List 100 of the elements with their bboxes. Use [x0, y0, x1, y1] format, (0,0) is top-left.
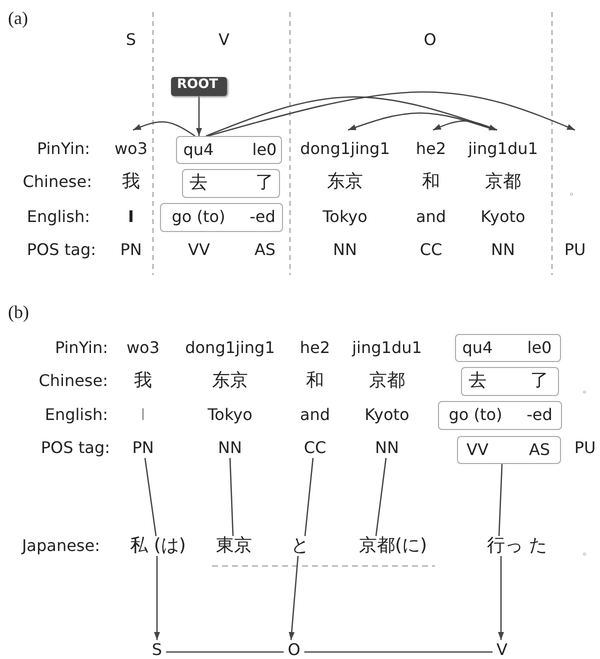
word-order-label: S — [152, 640, 162, 659]
connector-line — [304, 458, 314, 536]
token-text: 东京 — [212, 371, 248, 391]
root-label: ROOT — [177, 76, 218, 94]
connector-line — [144, 458, 157, 536]
column-header: V — [218, 30, 230, 50]
arrow — [154, 556, 160, 640]
panel-label: (a) — [8, 8, 28, 28]
token-text: qu4 — [183, 140, 214, 160]
row-header: English: — [44, 405, 108, 425]
token-text: le0 — [252, 140, 277, 160]
token-text: NN — [218, 438, 242, 458]
token-text: 私 (は) — [130, 536, 186, 556]
token-group-box — [176, 136, 282, 164]
token-text: -ed — [526, 405, 552, 425]
token-text: 和 — [306, 371, 324, 391]
token-text: 東京 — [216, 536, 252, 556]
token-text: -ed — [250, 207, 276, 227]
token-text: 东京 — [327, 172, 363, 192]
token-text: PN — [120, 240, 142, 260]
token-text: 我 — [134, 371, 152, 391]
token-text: go (to) — [172, 207, 226, 227]
column-header: S — [126, 30, 136, 50]
token-text: 去 — [468, 371, 486, 391]
token-text: wo3 — [126, 338, 160, 358]
connector-line — [375, 458, 387, 536]
token-text: he2 — [300, 338, 330, 358]
token-text: PN — [132, 438, 154, 458]
punctuation-mark: 。 — [582, 542, 594, 559]
token-text: 京都 — [485, 172, 521, 192]
row-header: PinYin: — [54, 338, 108, 358]
token-text: wo3 — [114, 130, 148, 159]
punctuation-mark: 。 — [582, 380, 594, 397]
token-text: Tokyo — [322, 207, 368, 227]
column-header: O — [424, 30, 436, 50]
token-text: 京都(に) — [358, 536, 428, 556]
dependency-arc — [432, 120, 498, 131]
token-group-box — [461, 367, 559, 396]
row-header: POS tag: — [26, 240, 96, 260]
arrow — [288, 556, 299, 640]
token-text: VV — [466, 440, 488, 460]
word-order-label: O — [288, 640, 300, 659]
token-text: dong1jing1 — [185, 338, 275, 358]
token-text: I — [128, 207, 134, 227]
token-text: jing1du1 — [352, 338, 422, 358]
connector-line — [304, 651, 493, 653]
connector-line — [498, 464, 503, 536]
token-text: I — [140, 405, 146, 425]
dependency-arc — [208, 91, 576, 137]
word-order-label: V — [496, 640, 508, 659]
token-text: Kyoto — [364, 405, 410, 425]
root-tag — [171, 77, 227, 96]
token-text: 我 — [122, 172, 140, 192]
connector-line — [229, 458, 234, 536]
dependency-arc — [132, 121, 196, 137]
row-header: English: — [26, 207, 90, 227]
token-text: he2 — [416, 130, 446, 159]
punctuation-mark: 。 — [569, 182, 581, 199]
token-text: NN — [491, 240, 515, 260]
arrow — [498, 556, 504, 640]
token-text: NN — [375, 438, 399, 458]
token-text: Tokyo — [208, 405, 252, 425]
token-group-box — [160, 203, 283, 232]
token-group-box — [455, 334, 561, 362]
row-header: Japanese: — [22, 536, 100, 556]
connector-line — [166, 651, 284, 653]
token-text: CC — [420, 240, 442, 260]
token-text: 了 — [530, 371, 548, 391]
token-group-box — [182, 169, 280, 198]
token-text: NN — [333, 240, 357, 260]
arrow — [196, 96, 202, 136]
dependency-arc — [348, 112, 496, 131]
token-text: and — [416, 207, 446, 227]
token-text: VV — [188, 240, 210, 260]
token-text: qu4 — [462, 338, 493, 358]
token-text: 了 — [256, 173, 274, 193]
token-text: と — [291, 536, 309, 556]
token-group-box — [457, 436, 561, 464]
token-text: PU — [564, 240, 586, 260]
token-text: 行っ た — [487, 536, 547, 556]
token-text: AS — [254, 240, 276, 260]
row-header: PinYin: — [36, 139, 90, 159]
token-text: 和 — [422, 172, 440, 192]
token-text: le0 — [527, 338, 552, 358]
token-text: jing1du1 — [468, 130, 538, 159]
row-header: POS tag: — [40, 438, 110, 458]
token-text: go (to) — [448, 405, 502, 425]
token-text: CC — [304, 438, 326, 458]
row-header: Chinese: — [22, 172, 92, 192]
panel-label: (b) — [8, 302, 29, 322]
token-text: 去 — [190, 173, 208, 193]
token-text: Kyoto — [480, 207, 526, 227]
token-text: PU — [574, 438, 596, 458]
token-text: 京都 — [369, 371, 405, 391]
dependency-arc — [206, 96, 498, 137]
token-group-box — [438, 401, 562, 430]
row-header: Chinese: — [38, 371, 108, 391]
token-text: and — [300, 405, 330, 425]
token-text: AS — [528, 440, 550, 460]
token-text: dong1jing1 — [300, 130, 390, 159]
